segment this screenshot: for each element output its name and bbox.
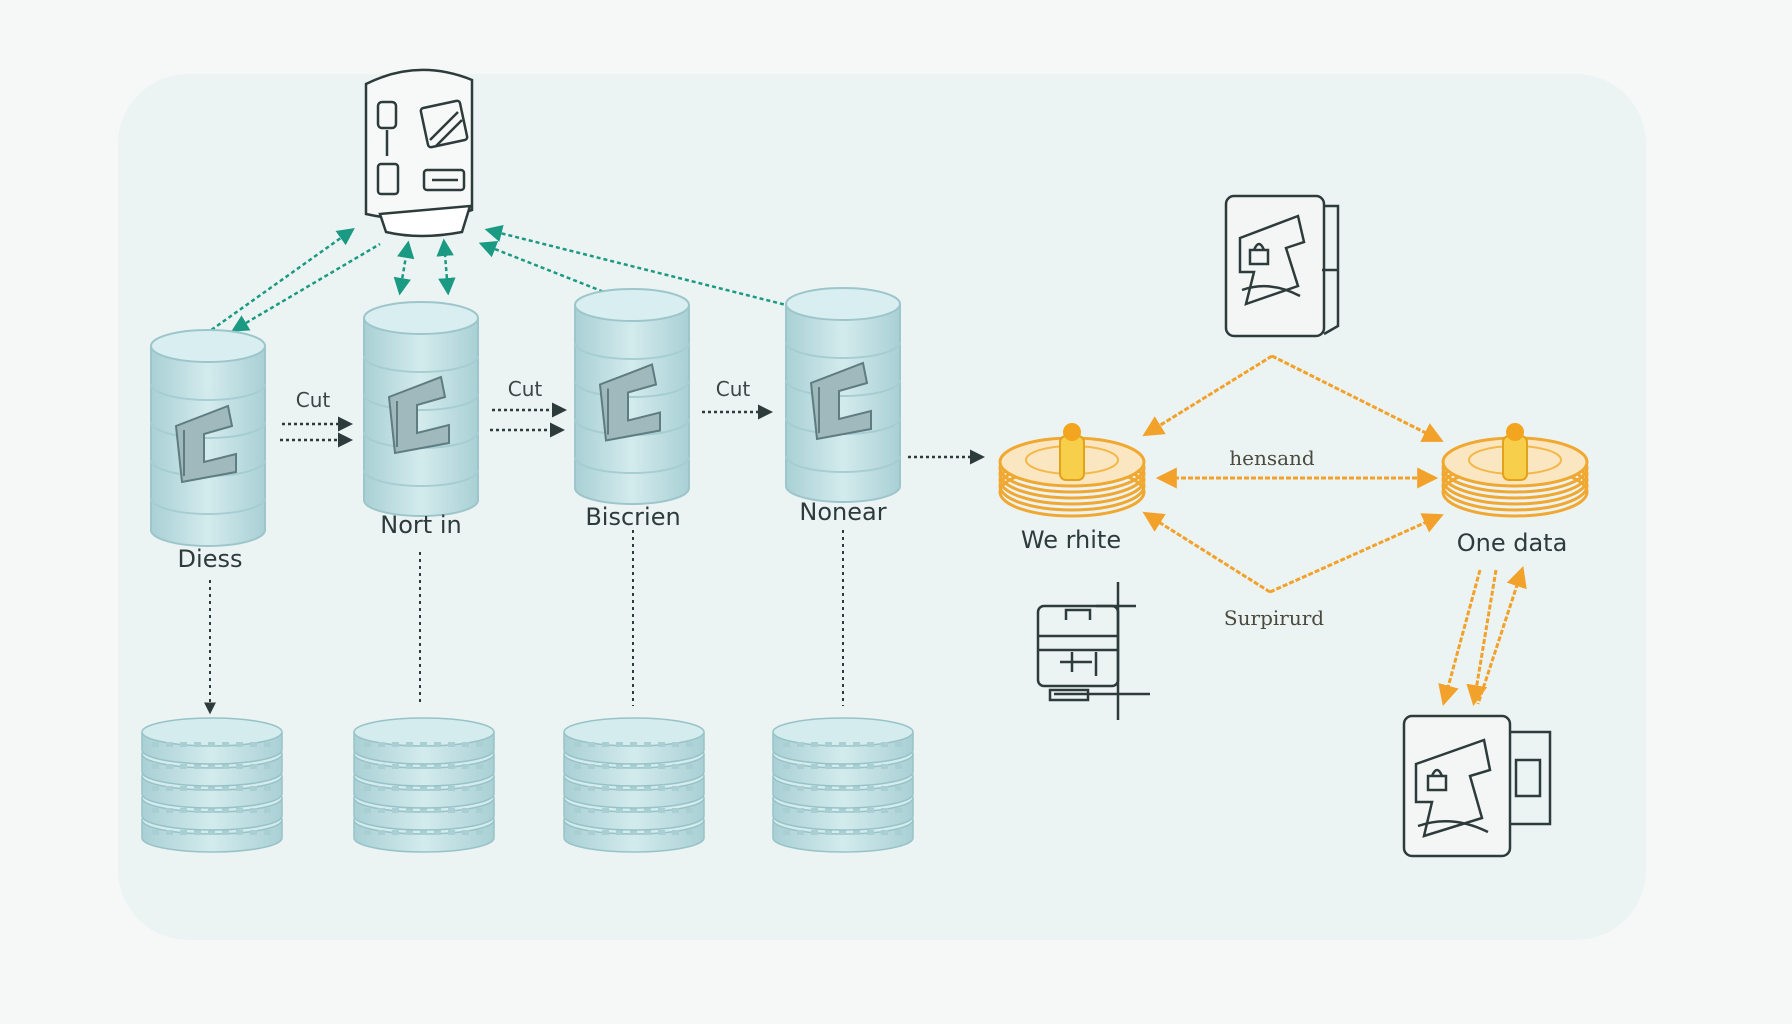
folder-icon	[809, 361, 872, 441]
db-cylinder-nort-in	[363, 301, 479, 517]
node-label-biscrien: Biscrien	[585, 503, 681, 531]
db-cylinder-diess	[150, 329, 266, 547]
db-cylinder-nonear	[785, 287, 901, 503]
edge-label-cut-2: Cut	[507, 377, 543, 401]
folder-icon	[598, 363, 661, 442]
storage-stack-4	[772, 717, 914, 853]
cut-links	[280, 402, 985, 465]
node-label-we-rhite: We rhite	[1020, 526, 1122, 554]
edge-label-hensand: hensand	[1229, 446, 1315, 470]
node-label-diess: Diess	[177, 545, 243, 573]
folder-icon	[387, 375, 450, 455]
server-links	[199, 224, 834, 340]
hub-node-one-data	[1441, 423, 1589, 518]
server-tower-icon	[364, 68, 474, 238]
device-icon-bottom	[1402, 714, 1552, 858]
stack-links	[204, 530, 844, 715]
device-icon-top	[1224, 194, 1340, 338]
node-label-one-data: One data	[1456, 529, 1568, 557]
edge-label-cut-3: Cut	[715, 377, 751, 401]
node-label-nonear: Nonear	[799, 498, 887, 526]
storage-stack-1	[141, 717, 283, 853]
edge-label-cut-1: Cut	[295, 388, 331, 412]
storage-stack-2	[353, 717, 495, 853]
circuit-icon	[1036, 582, 1150, 720]
db-cylinder-biscrien	[574, 288, 690, 505]
hub-node-we-rhite	[998, 423, 1146, 518]
edge-label-surpirurd: Surpirurd	[1223, 606, 1325, 630]
folder-icon	[174, 404, 237, 484]
hub-links	[1142, 354, 1527, 707]
storage-stack-3	[563, 717, 705, 853]
node-label-nort-in: Nort in	[380, 511, 462, 539]
